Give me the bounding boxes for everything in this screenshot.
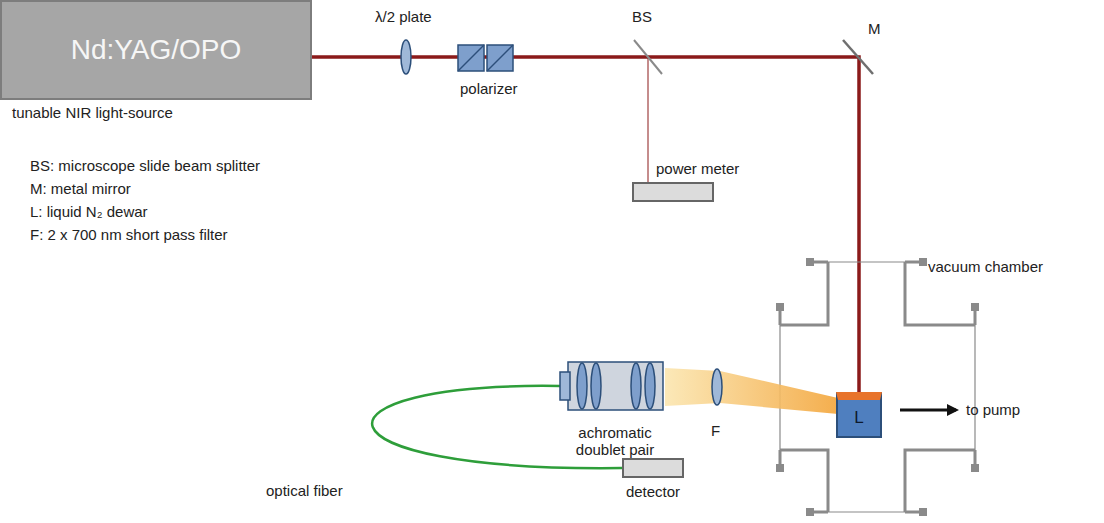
component-label: detector — [616, 483, 690, 501]
part-label: optical fiber — [266, 482, 343, 500]
component-node: detector — [622, 458, 684, 501]
doublet-tube — [560, 362, 663, 410]
component-shape — [632, 182, 714, 202]
part-label: BS — [632, 8, 652, 26]
component-label: Nd:YAG/OPO — [71, 34, 242, 66]
chamber-flanges — [776, 258, 979, 516]
part-label: polarizer — [460, 80, 518, 98]
part-label: F: 2 x 700 nm short pass filter — [30, 226, 228, 244]
component-shape — [566, 362, 664, 410]
part-label: M — [868, 20, 881, 38]
component-label: achromatic doublet pair — [566, 424, 664, 458]
part-label: vacuum chamber — [928, 258, 1043, 276]
component-node: Nd:YAG/OPO tunable NIR light-source — [0, 0, 312, 122]
component-node: power meter — [628, 160, 746, 202]
component-shape: L — [836, 392, 882, 438]
part-label: M: metal mirror — [30, 180, 131, 198]
emission-cone — [665, 368, 838, 414]
part-label: to pump — [966, 401, 1020, 419]
beam-splitter — [634, 40, 662, 74]
component-shape — [622, 458, 684, 478]
vacuum-chamber — [780, 262, 975, 512]
waveplate — [401, 40, 411, 74]
polarizer-cubes — [458, 45, 513, 71]
component-node: achromatic doublet pair — [566, 362, 664, 458]
part-label: F — [711, 422, 720, 440]
pump-arrow — [900, 409, 956, 412]
part-label: BS: microscope slide beam splitter — [30, 157, 260, 175]
component-label: tunable NIR light-source — [0, 104, 312, 122]
filter — [712, 369, 722, 405]
component-label: L — [854, 409, 863, 427]
part-label: λ/2 plate — [375, 8, 432, 26]
mirror — [843, 40, 873, 74]
reflected-beam — [648, 58, 649, 184]
component-label: power meter — [628, 160, 746, 178]
part-label: L: liquid N₂ dewar — [30, 203, 148, 221]
laser-beam — [312, 57, 859, 392]
component-shape: Nd:YAG/OPO — [0, 0, 312, 100]
component-node: L — [836, 392, 882, 438]
